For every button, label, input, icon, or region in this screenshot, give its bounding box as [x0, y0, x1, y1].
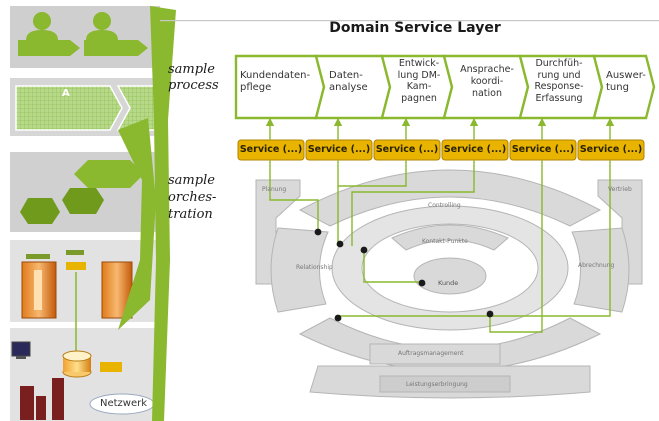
step-line: pagnen — [401, 92, 437, 104]
service-label-4: Service (...) — [443, 144, 507, 155]
person-icons — [18, 12, 148, 56]
left-network-area — [11, 341, 155, 420]
process-step-6: Auswer- tung — [606, 70, 646, 94]
label-abrechnung: Abrechnung — [578, 262, 615, 269]
label-sample-orchestration: sample orches- tration — [168, 172, 216, 223]
label-kontakt-punkte: Kontakt-Punkte — [422, 238, 468, 245]
page-title: Domain Service Layer — [329, 20, 501, 36]
connection-dots — [314, 228, 494, 322]
label-sample-process: sample process — [168, 62, 219, 94]
step-line: Erfassung — [535, 92, 583, 104]
label-line: process — [168, 78, 219, 93]
step-line: Kam- — [406, 81, 432, 92]
left-process-letter: A — [62, 88, 70, 99]
process-step-2: Daten- analyse — [329, 70, 368, 94]
process-step-1: Kundendaten- pflege — [240, 70, 310, 94]
process-step-5: Durchfüh- rung und Response- Erfassung — [526, 58, 592, 104]
step-line: Response- — [534, 81, 584, 92]
service-label-3: Service (...) — [375, 144, 439, 155]
process-chevrons — [234, 54, 656, 120]
step-line: Durchfüh- — [535, 58, 583, 69]
step-line: Daten- — [329, 70, 363, 81]
service-label-2: Service (...) — [307, 144, 371, 155]
step-line: tung — [606, 82, 629, 93]
service-label-5: Service (...) — [511, 144, 575, 155]
label-auftragsmanagement: Auftragsmanagement — [398, 350, 464, 357]
service-label-6: Service (...) — [579, 144, 643, 155]
step-line: lung DM- — [397, 69, 441, 81]
label-line: tration — [168, 207, 213, 222]
step-line: koordi- — [470, 76, 504, 87]
step-line: Kundendaten- — [240, 70, 311, 81]
label-line: orches- — [168, 190, 217, 205]
orchestration-diagram — [255, 169, 643, 399]
left-hexagons — [20, 160, 144, 224]
left-system-towers — [21, 250, 133, 352]
process-step-3: Entwick- lung DM- Kam- pagnen — [394, 58, 444, 104]
step-line: rung und — [537, 69, 581, 81]
step-line: Auswer- — [606, 70, 646, 81]
network-label: Netzwerk — [100, 398, 148, 409]
label-line: sample — [168, 62, 215, 77]
step-line: Ansprache- — [460, 64, 514, 75]
process-step-4: Ansprache- koordi- nation — [456, 64, 518, 100]
left-process-chevrons — [15, 85, 161, 131]
step-line: nation — [471, 88, 503, 99]
step-line: pflege — [240, 82, 272, 93]
step-line: Entwick- — [398, 58, 440, 69]
service-label-1: Service (...) — [239, 144, 303, 155]
connection-lines — [265, 117, 615, 333]
step-line: analyse — [329, 82, 368, 93]
label-controlling: Controlling — [428, 202, 461, 209]
label-relationship: Relationship — [296, 264, 333, 271]
service-boxes — [237, 139, 645, 161]
label-kunde: Kunde — [438, 279, 459, 287]
label-vertrieb: Vertrieb — [608, 186, 632, 193]
label-planung: Planung — [262, 186, 287, 193]
label-leistungserbringung: Leistungserbringung — [406, 381, 468, 388]
label-line: sample — [168, 173, 215, 188]
